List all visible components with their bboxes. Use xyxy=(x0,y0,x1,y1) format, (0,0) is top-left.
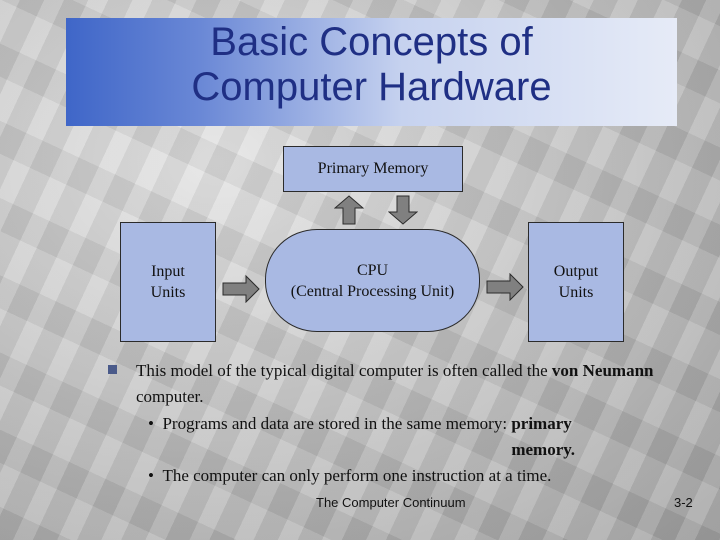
sub-bullet-2: • The computer can only perform one inst… xyxy=(148,463,551,489)
output-label-line-2: Units xyxy=(558,284,594,301)
von-neumann-term: von Neumann xyxy=(551,361,654,380)
footer-title: The Computer Continuum xyxy=(316,495,466,510)
output-units-box: Output Units xyxy=(528,222,624,342)
arrow-down-icon xyxy=(388,195,418,225)
title-line-1: Basic Concepts of xyxy=(210,20,533,64)
primary-memory-term: primary memory. xyxy=(511,414,576,459)
primary-memory-label: Primary Memory xyxy=(317,160,429,177)
page-number: 3-2 xyxy=(674,495,693,510)
sub-bullet-1-text: Programs and data are stored in the same… xyxy=(162,414,512,433)
cpu-box: CPU (Central Processing Unit) xyxy=(265,229,480,332)
arrow-up-icon xyxy=(334,195,364,225)
bullet-text: This model of the typical digital comput… xyxy=(136,358,676,410)
sub-bullet-2-text: The computer can only perform one instru… xyxy=(162,466,552,485)
input-label-line-2: Units xyxy=(150,284,186,301)
bullet-square-icon xyxy=(108,365,117,374)
input-units-box: Input Units xyxy=(120,222,216,342)
bullet-text-part: computer. xyxy=(136,387,204,406)
primary-memory-box: Primary Memory xyxy=(283,146,463,192)
bullet-dot-icon: • xyxy=(148,414,163,433)
input-label-line-1: Input xyxy=(151,263,185,280)
page-title: Basic Concepts of Computer Hardware xyxy=(66,20,677,110)
title-line-2: Computer Hardware xyxy=(191,65,552,109)
bullet-dot-icon: • xyxy=(148,466,163,485)
bullet-text-part: This model of the typical digital comput… xyxy=(136,361,552,380)
cpu-label-line-1: CPU xyxy=(356,261,389,279)
sub-bullet-1: • Programs and data are stored in the sa… xyxy=(148,411,601,463)
title-band xyxy=(66,18,677,126)
arrow-right-icon xyxy=(222,275,260,303)
cpu-label-line-2: (Central Processing Unit) xyxy=(290,282,455,300)
arrow-right-icon xyxy=(486,273,524,301)
output-label-line-1: Output xyxy=(553,263,599,280)
